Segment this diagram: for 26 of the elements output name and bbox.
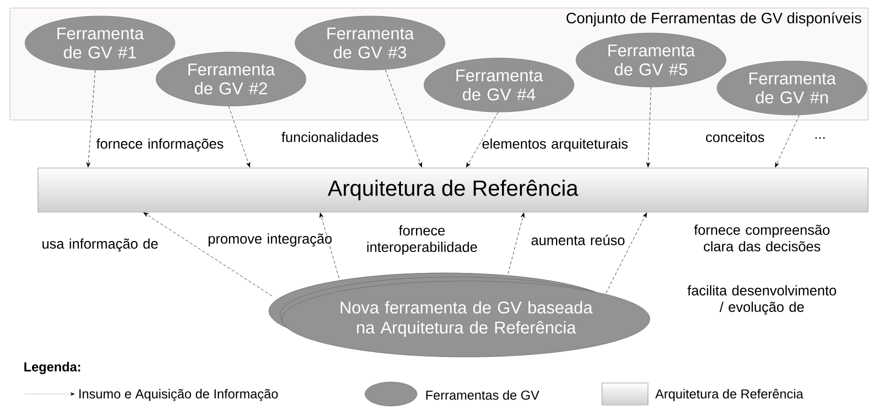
- arrow: [320, 212, 340, 278]
- arrow: [646, 87, 652, 168]
- arrow: [385, 69, 422, 168]
- label-text: usa informação de: [42, 238, 158, 252]
- label-text: ...: [815, 137, 825, 139]
- legend-text: Arquitetura de Referência: [655, 388, 804, 402]
- label-text: elementos arquiteturais: [482, 138, 628, 152]
- label-text: conceitos: [706, 132, 764, 142]
- label-text: fornece interoperabilidade: [367, 225, 477, 255]
- legend-title: Legenda:: [24, 362, 80, 374]
- arrow: [466, 112, 498, 168]
- arrow: [508, 212, 525, 274]
- architecture-bar: Arquitetura de Referência: [38, 168, 868, 212]
- arrow: [228, 106, 250, 168]
- legend-text: Ferramentas de GV: [426, 390, 540, 400]
- arrow: [86, 70, 96, 168]
- label-text: fornece informações: [96, 138, 224, 152]
- arrow: [143, 212, 272, 296]
- arrow: [606, 212, 647, 294]
- label-text: facilita desenvolvimento / evolução de: [688, 285, 836, 315]
- stacked-tool-ellipses: Nova ferramenta de GV baseada na Arquitetura de Referência: [268, 272, 650, 358]
- label-text: funcionalidades: [282, 132, 378, 142]
- arrow: [775, 114, 800, 168]
- label-text: promove integração: [208, 233, 332, 247]
- label-text: aumenta reúso: [532, 234, 624, 246]
- legend-text: Insumo e Aquisição de Informação: [79, 388, 278, 402]
